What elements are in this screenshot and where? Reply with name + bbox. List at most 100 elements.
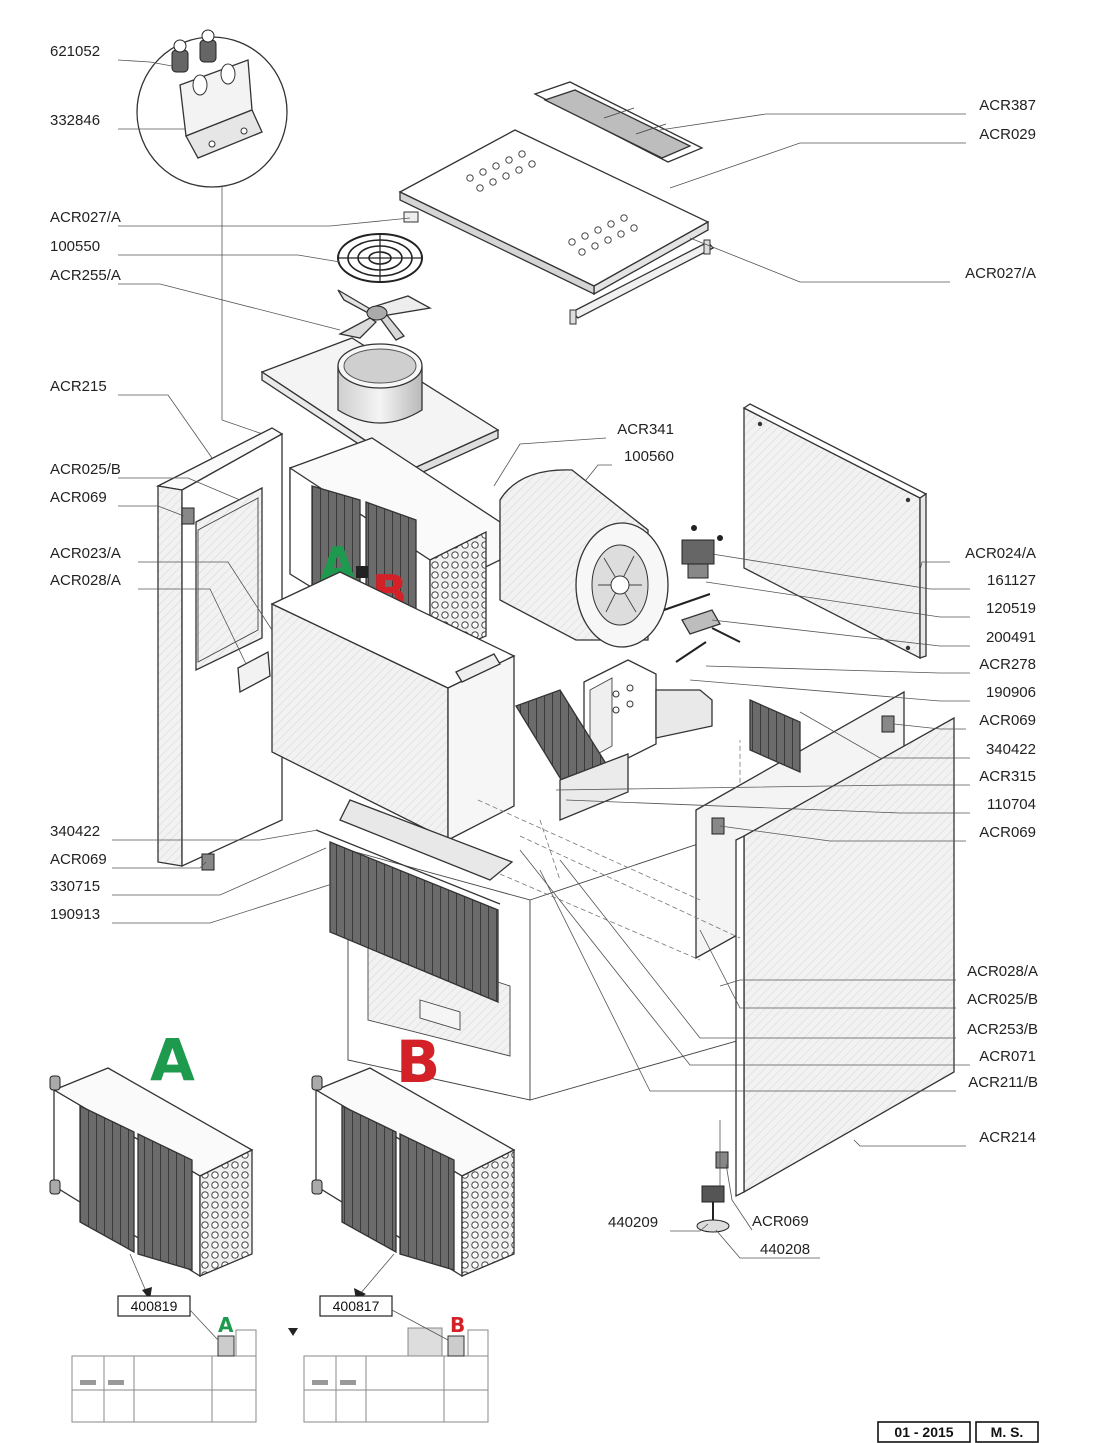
callout-190906: 190906 [689, 679, 1036, 702]
filter-panel [533, 81, 704, 163]
leader-line [118, 394, 213, 459]
arrow-icon [288, 1328, 298, 1336]
variant-unit-a: A [49, 1026, 254, 1278]
leader-line [112, 861, 207, 869]
leader-line [669, 142, 966, 189]
callout-acr211-b: ACR211/B [539, 869, 1038, 1092]
part-number-label: 440209 [608, 1214, 658, 1231]
part-number-label: ACR069 [50, 489, 107, 506]
leader-line [117, 59, 173, 67]
leader-line [705, 581, 970, 618]
front-panel-box [270, 571, 516, 842]
callout-110704: 110704 [565, 796, 1036, 814]
part-number-label: 120519 [986, 600, 1036, 617]
callout-acr029: ACR029 [669, 126, 1036, 189]
leader-line [118, 283, 341, 331]
leader-line [138, 561, 273, 631]
part-number-label: ACR253/B [967, 1021, 1038, 1038]
callout-acr069: ACR069 [893, 712, 1036, 730]
leader-line [699, 929, 956, 1009]
control-box [583, 659, 713, 767]
part-number-label: 100550 [50, 238, 100, 255]
part-number-label: ACR023/A [50, 545, 121, 562]
callout-440208: 440208 [715, 1229, 820, 1259]
part-number-label: ACR071 [979, 1048, 1036, 1065]
leader-line [112, 847, 327, 896]
leader-line [539, 869, 956, 1092]
position-letter-b: B [450, 1313, 465, 1337]
part-number-label: ACR025/B [967, 991, 1038, 1008]
callout-100560: 100560 [585, 448, 674, 481]
variant-title-b: B [396, 1028, 440, 1096]
leader-line [565, 799, 970, 814]
leader-line [893, 723, 966, 730]
leader-line [585, 464, 612, 481]
leader-line [118, 217, 411, 227]
breaker-icon [171, 29, 217, 73]
callout-acr028-a: ACR028/A [719, 963, 1038, 987]
leader-line [919, 561, 950, 571]
leader-line [519, 849, 970, 1066]
code-400819: 400819 [131, 1298, 178, 1314]
part-number-label: ACR024/A [965, 545, 1036, 562]
part-number-label: ACR028/A [50, 572, 121, 589]
callout-440209: 440209 [608, 1214, 709, 1232]
heating-elements [515, 689, 629, 821]
callout-621052: 621052 [50, 43, 173, 67]
variant-unit-b: B [311, 1028, 516, 1278]
leader-line [725, 1163, 753, 1231]
callout-330715: 330715 [50, 847, 327, 896]
part-number-label: ACR341 [617, 421, 674, 438]
footer-author: M. S. [991, 1424, 1024, 1440]
callout-acr024-a: ACR024/A [919, 545, 1036, 571]
part-number-label: 161127 [987, 572, 1036, 589]
callout-acr069: ACR069 [50, 851, 207, 869]
part-number-label: ACR028/A [967, 963, 1038, 980]
code-400817: 400817 [333, 1298, 380, 1314]
callout-acr027-a: ACR027/A [689, 237, 1036, 283]
callout-acr028-a: ACR028/A [50, 572, 247, 665]
fan-guard [337, 233, 423, 283]
leader-line [711, 553, 970, 590]
part-number-label: ACR069 [979, 712, 1036, 729]
part-number-label: 340422 [986, 741, 1036, 758]
callout-acr255-a: ACR255/A [50, 267, 341, 331]
position-letter-a: A [218, 1313, 234, 1337]
part-number-label: 190906 [986, 684, 1036, 701]
callout-acr023-a: ACR023/A [50, 545, 273, 631]
callout-200491: 200491 [711, 619, 1036, 647]
top-cover [398, 129, 710, 296]
callout-100550: 100550 [50, 238, 341, 263]
leader-line [659, 113, 966, 131]
fan-icon [337, 289, 432, 341]
leader-line [138, 588, 247, 665]
part-number-label: 340422 [50, 823, 100, 840]
callout-340422: 340422 [50, 823, 319, 841]
part-number-label: 621052 [50, 43, 100, 60]
blower-wheel-icon [610, 575, 630, 595]
fan-shroud [337, 343, 423, 424]
leader-line [555, 784, 970, 791]
callout-120519: 120519 [705, 581, 1036, 618]
callout-acr025-b: ACR025/B [699, 929, 1038, 1009]
callout-acr387: ACR387 [659, 97, 1036, 131]
callout-acr027-a: ACR027/A [50, 209, 411, 227]
bottom-filter-grid [315, 799, 514, 1003]
callout-acr214: ACR214 [853, 1129, 1036, 1147]
machine-drawing: A B [49, 29, 1039, 1443]
footer-date: 01 - 2015 [894, 1424, 953, 1440]
thermostat-icon [663, 525, 741, 663]
part-number-label: ACR069 [979, 824, 1036, 841]
callout-340422: 340422 [799, 711, 1036, 759]
part-number-label: ACR255/A [50, 267, 121, 284]
leader-line [112, 829, 319, 841]
cover-bracket [569, 239, 715, 325]
part-callouts: 621052332846ACR027/A100550ACR255/AACR215… [50, 43, 1038, 1259]
part-number-label: 330715 [50, 878, 100, 895]
detail-circle [136, 29, 288, 188]
variant-title-a: A [150, 1026, 195, 1094]
part-number-label: 110704 [987, 796, 1036, 813]
callout-acr069: ACR069 [719, 824, 1036, 842]
callout-acr071: ACR071 [519, 849, 1036, 1066]
part-number-label: ACR027/A [965, 265, 1036, 282]
